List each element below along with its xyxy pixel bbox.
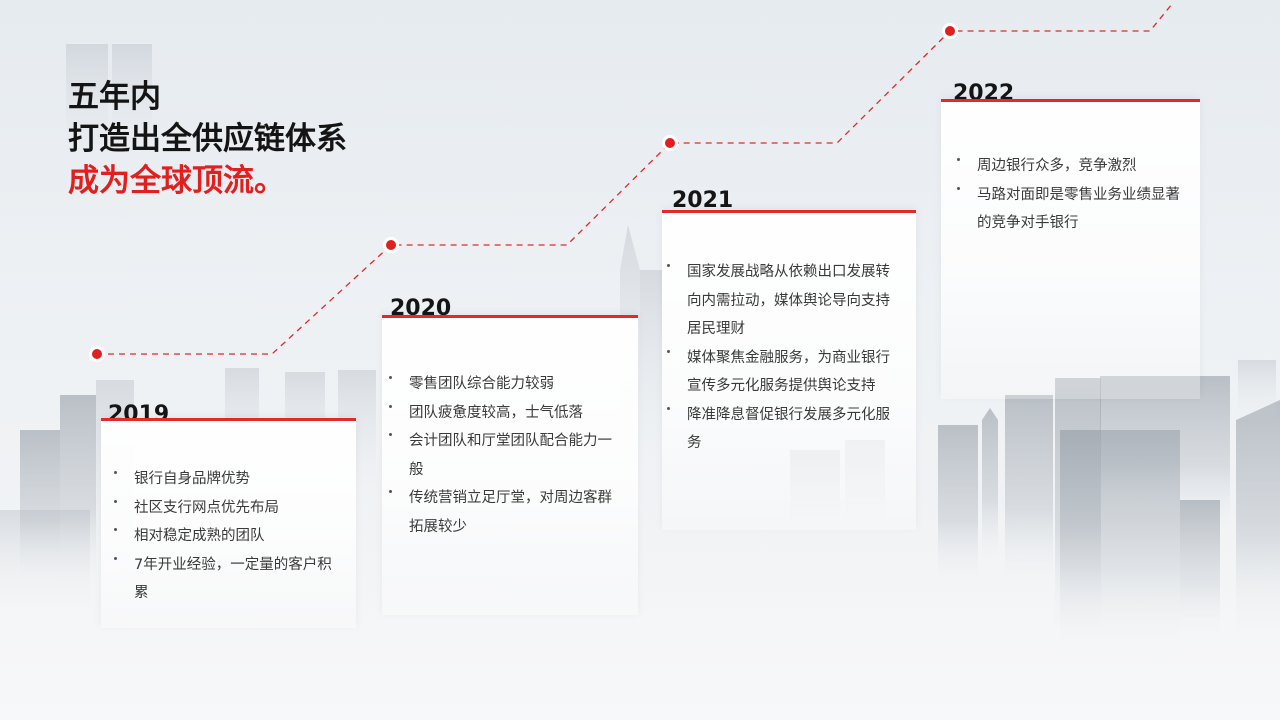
- card-list-2021: 国家发展战略从依赖出口发展转向内需拉动，媒体舆论导向支持居民理财 媒体聚焦金融服…: [667, 258, 901, 458]
- card-list-2019: 银行自身品牌优势 社区支行网点优先布局 相对稳定成熟的团队 7年开业经验，一定量…: [114, 465, 334, 608]
- timeline-dot-2022: [942, 23, 958, 39]
- list-item: 国家发展战略从依赖出口发展转向内需拉动，媒体舆论导向支持居民理财: [667, 258, 901, 344]
- list-item: 降准降息督促银行发展多元化服务: [667, 401, 901, 458]
- list-item: 传统营销立足厅堂，对周边客群拓展较少: [389, 484, 621, 541]
- timeline-dot-2021: [662, 135, 678, 151]
- card-list-2020: 零售团队综合能力较弱 团队疲惫度较高，士气低落 会计团队和厅堂团队配合能力一般 …: [389, 370, 621, 541]
- headline-line-1: 五年内: [68, 79, 161, 115]
- headline-line-2: 打造出全供应链体系: [68, 121, 347, 157]
- list-item: 马路对面即是零售业务业绩显著的竞争对手银行: [957, 181, 1191, 238]
- timeline-dot-2020: [383, 237, 399, 253]
- timeline-card-2019: 银行自身品牌优势 社区支行网点优先布局 相对稳定成熟的团队 7年开业经验，一定量…: [101, 418, 356, 628]
- list-item: 零售团队综合能力较弱: [389, 370, 621, 399]
- timeline-card-2020: 零售团队综合能力较弱 团队疲惫度较高，士气低落 会计团队和厅堂团队配合能力一般 …: [382, 315, 638, 615]
- headline: 五年内 打造出全供应链体系 成为全球顶流。: [68, 76, 347, 202]
- list-item: 媒体聚焦金融服务，为商业银行宣传多元化服务提供舆论支持: [667, 344, 901, 401]
- list-item: 会计团队和厅堂团队配合能力一般: [389, 427, 621, 484]
- list-item: 7年开业经验，一定量的客户积累: [114, 551, 334, 608]
- list-item: 社区支行网点优先布局: [114, 494, 334, 523]
- timeline-card-2021: 国家发展战略从依赖出口发展转向内需拉动，媒体舆论导向支持居民理财 媒体聚焦金融服…: [662, 210, 916, 530]
- year-label-2021: 2021: [672, 188, 734, 213]
- list-item: 周边银行众多，竞争激烈: [957, 152, 1191, 181]
- timeline-card-2022: 周边银行众多，竞争激烈 马路对面即是零售业务业绩显著的竞争对手银行: [941, 99, 1200, 399]
- timeline-dashed-line: [97, 3, 1173, 355]
- list-item: 团队疲惫度较高，士气低落: [389, 399, 621, 428]
- headline-line-3: 成为全球顶流。: [68, 163, 285, 199]
- card-list-2022: 周边银行众多，竞争激烈 马路对面即是零售业务业绩显著的竞争对手银行: [957, 152, 1191, 238]
- timeline-dot-2019: [89, 346, 105, 362]
- list-item: 相对稳定成熟的团队: [114, 522, 334, 551]
- list-item: 银行自身品牌优势: [114, 465, 334, 494]
